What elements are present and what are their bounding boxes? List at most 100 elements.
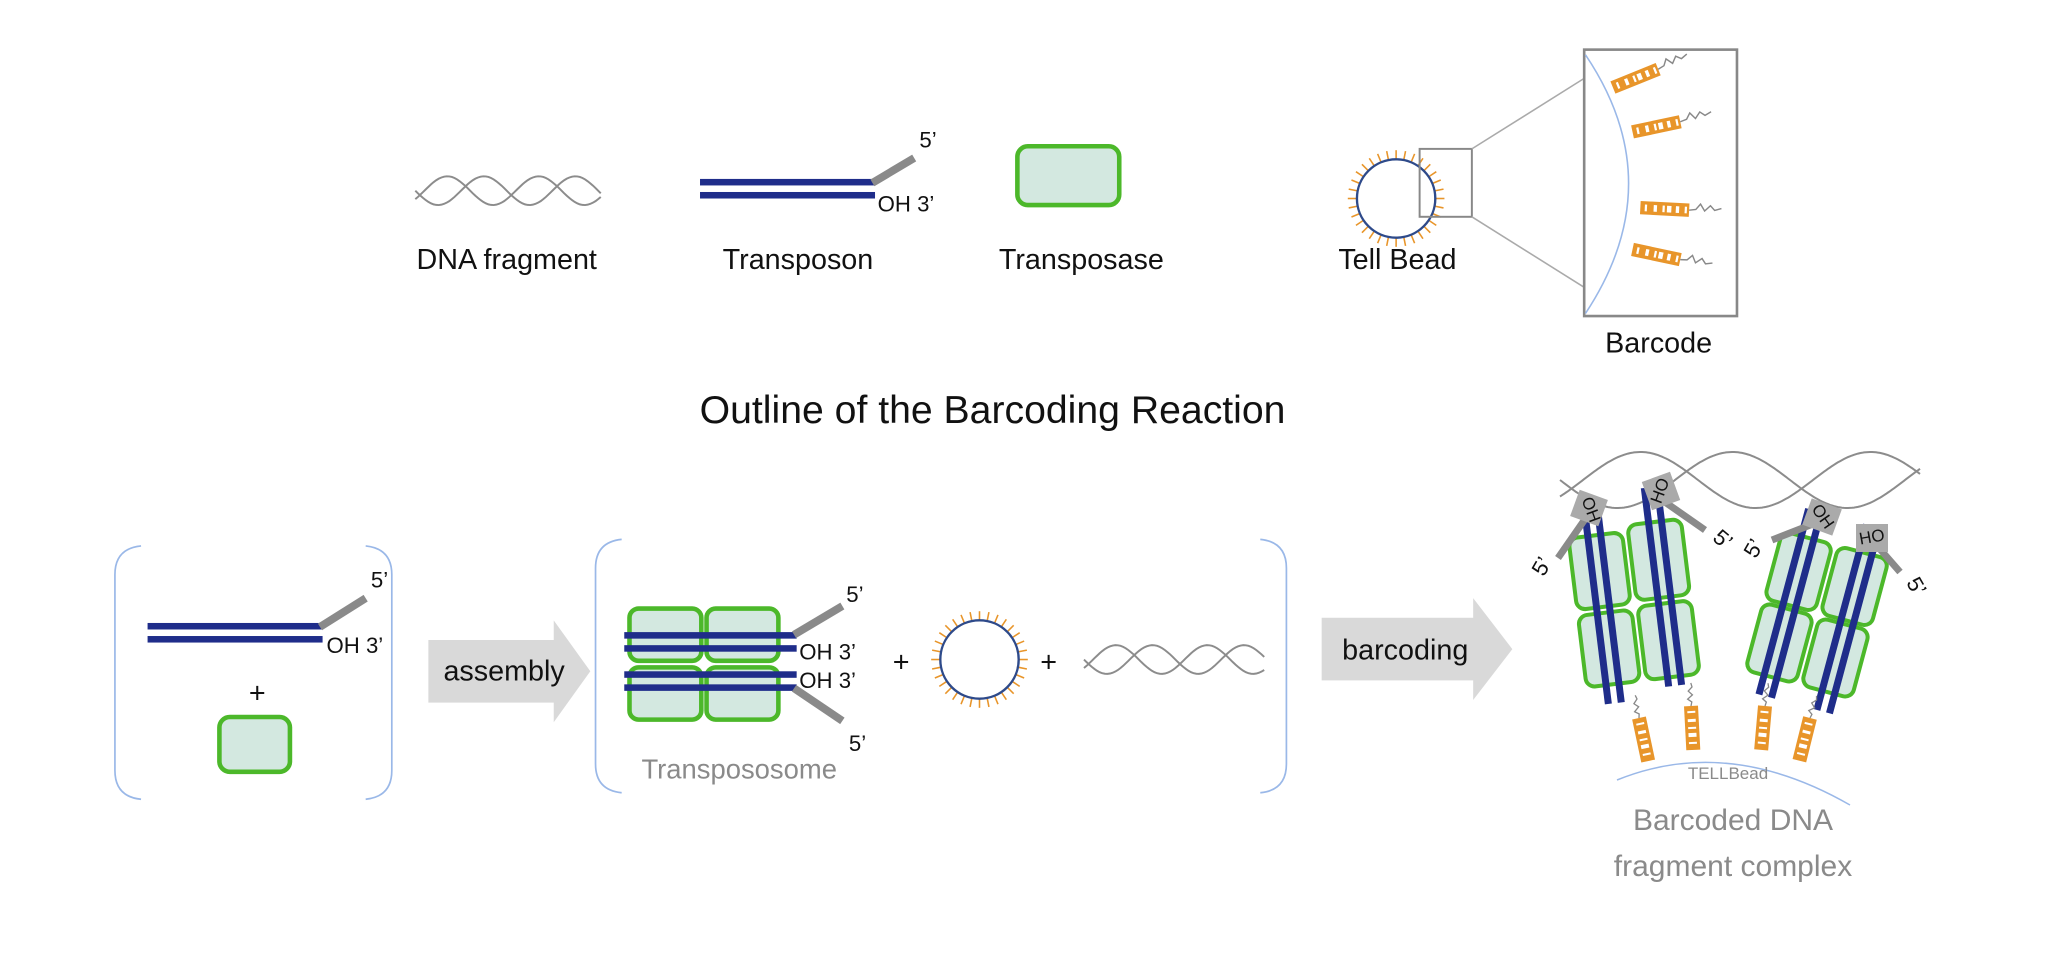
bead-spike [1351,212,1361,218]
bead-spike [986,611,990,622]
transposome-cluster-left [1567,485,1701,705]
bead-spike [1376,234,1382,244]
transposon-5prime-label: 5’ [919,128,936,153]
product-label-line2: fragment complex [1614,850,1852,883]
bead-spike [993,614,999,624]
five-prime-label: 5’ [1526,553,1556,580]
five-prime-label: 5’ [371,568,388,593]
dna-fragment-label: DNA fragment [417,244,597,276]
barcode-icon [1630,242,1714,274]
plus-sign: + [1040,646,1057,678]
barcode-icon [1639,200,1723,220]
tellbead-label: TELLBead [1688,764,1768,783]
reactants-bracket [114,545,393,801]
bead-spike [993,695,999,705]
transposon-icon [700,154,917,199]
bead-spike [1006,624,1015,633]
barcode-label: Barcode [1605,328,1712,360]
bead-spike [1015,640,1025,646]
dna-strand [1559,451,1921,509]
bead-spike [1000,618,1007,628]
bead-spike [1017,666,1028,670]
barcoding-label: barcoding [1342,635,1468,667]
transposon-icon [147,594,368,643]
bead-spike [938,632,948,639]
plus-sign: + [249,678,266,710]
bead-spike [1006,686,1015,695]
bead-circle [939,619,1020,700]
barcode-icon [1630,107,1714,140]
tell-bead-icon [931,611,1028,708]
dna-strand [1083,644,1265,675]
bead-spike [1011,632,1021,639]
bead-spike [1402,150,1407,161]
bead-spike [931,649,942,653]
five-prime-label: 5’ [846,582,863,607]
bead-spike [938,680,948,688]
barcoded-complex [1555,471,1903,806]
dna-fragment-icon [1083,644,1265,675]
bead-spike [1428,219,1437,227]
bead-spike [1385,150,1390,161]
barcode-icon [1626,693,1656,764]
assembly-label: assembly [443,655,565,687]
bead-spike [1368,157,1375,167]
bead-spike [934,673,944,679]
barcode-icon [1609,50,1692,95]
transpososome-icon [624,602,845,725]
plus-sign: + [893,646,910,678]
dna-fragment-icon [414,175,602,207]
bead-spike [969,611,973,622]
tell-bead-label: Tell Bead [1338,244,1456,276]
zoom-line-top [1471,77,1585,150]
bead-spike [1011,680,1021,688]
bead-spike [1000,691,1007,701]
oh3-label: OH 3’ [799,640,856,665]
bead-spike [1355,219,1364,227]
tell-bead-icon [1347,150,1445,247]
bead-spike [1417,230,1424,240]
oh3-label: OH 3’ [327,633,384,658]
zoom-line-bottom [1471,216,1585,288]
five-prime-label: 5’ [849,731,866,756]
bead-spike [1428,171,1437,178]
oh3-label: OH 3’ [799,668,856,693]
transposon-label: Transposon [723,244,874,276]
dna-strand [414,175,602,207]
transposase-label: Transposase [999,244,1164,276]
zoom-box [1418,147,1473,218]
bead-spike [1410,234,1416,244]
bead-spike [952,691,959,701]
transpososome-label: Transpososome [641,753,836,784]
bead-spike [1434,205,1444,209]
diagram-title: Outline of the Barcoding Reaction [700,389,1286,432]
bead-spike [986,697,990,708]
bead-spike [1423,225,1431,234]
bead-spike [1361,225,1369,234]
bead-spike [1015,673,1025,679]
five-prime-label: 5’ [1901,573,1931,600]
bead-spike [1410,153,1416,163]
barcode-zoom-panel [1582,48,1739,318]
bead-spike [1361,163,1369,172]
bead-spike [1368,230,1375,240]
bead-spike [969,697,973,708]
five-prime-label: 5’ [1738,535,1768,562]
barcode-icon [1682,682,1701,751]
dna-strand [1559,451,1921,509]
bead-spike [944,624,953,633]
bead-spike [1348,205,1358,209]
barcoding-arrow [1321,598,1513,701]
ho-label: HO [1858,525,1886,548]
bead-spike [960,614,966,624]
transposome-cluster-right [1745,508,1889,715]
bead-spike [1348,188,1358,192]
product-label-line1: Barcoded DNA [1633,804,1833,837]
bead-spike [931,666,942,670]
bead-spike [934,640,944,646]
five-prime-label: 5’ [1708,524,1737,554]
bead-spike [1376,153,1382,163]
assembly-bracket [594,538,1288,794]
dna-strand [414,175,602,207]
